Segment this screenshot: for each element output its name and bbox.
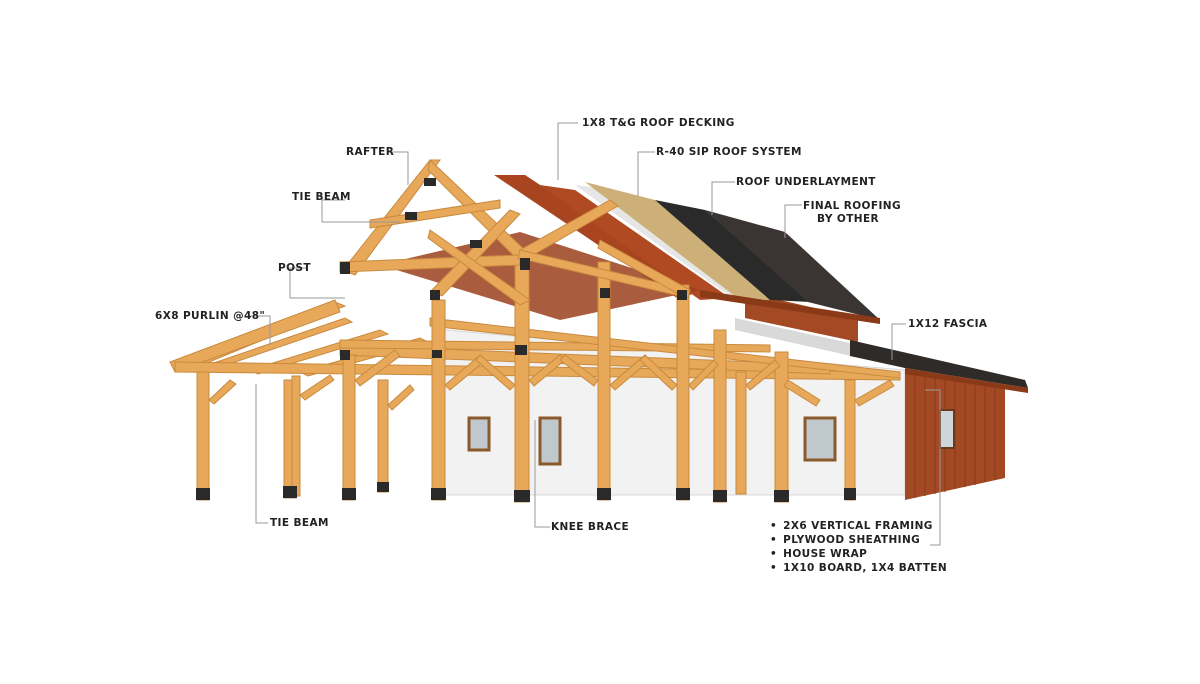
fascia-board bbox=[905, 368, 1028, 393]
label-purlin: 6X8 PURLIN @48" bbox=[155, 310, 266, 322]
label-roof-decking: 1X8 T&G ROOF DECKING bbox=[582, 117, 735, 129]
label-post: POST bbox=[278, 262, 311, 274]
shed-roof-shingles bbox=[850, 340, 1028, 388]
timber-frame bbox=[169, 159, 901, 503]
label-final-roofing-line2: BY OTHER bbox=[816, 213, 880, 225]
label-final-roofing-line1: FINAL ROOFING bbox=[803, 200, 901, 212]
window bbox=[803, 416, 837, 462]
wall-layers-list: 2X6 VERTICAL FRAMING PLYWOOD SHEATHING H… bbox=[770, 519, 947, 575]
label-tie-beam-bottom: TIE BEAM bbox=[270, 517, 329, 529]
sip-roof-system bbox=[585, 182, 770, 300]
wall-layer-item: HOUSE WRAP bbox=[770, 547, 947, 561]
roof-edge-fascia bbox=[700, 290, 880, 324]
label-knee-brace: KNEE BRACE bbox=[551, 521, 630, 533]
final-roofing bbox=[705, 210, 880, 320]
label-rafter: RAFTER bbox=[346, 146, 395, 158]
label-fascia: 1X12 FASCIA bbox=[908, 318, 988, 330]
wall-layer-item: PLYWOOD SHEATHING bbox=[770, 533, 947, 547]
post-base-plates bbox=[196, 482, 856, 502]
label-sip-roof: R-40 SIP ROOF SYSTEM bbox=[656, 146, 802, 158]
label-underlayment: ROOF UNDERLAYMENT bbox=[736, 176, 876, 188]
window bbox=[538, 416, 562, 466]
label-tie-beam-top: TIE BEAM bbox=[292, 191, 351, 203]
window bbox=[467, 416, 491, 452]
wall-layer-item: 1X10 BOARD, 1X4 BATTEN bbox=[770, 561, 947, 575]
timber-joint-connectors bbox=[340, 178, 687, 360]
wall-layer-item: 2X6 VERTICAL FRAMING bbox=[770, 519, 947, 533]
roof-underlayment bbox=[655, 200, 810, 302]
leader-lines bbox=[248, 122, 941, 546]
batten-lines bbox=[914, 374, 996, 498]
window bbox=[939, 409, 955, 449]
label-final-roofing: FINAL ROOFING BY OTHER bbox=[803, 200, 901, 226]
